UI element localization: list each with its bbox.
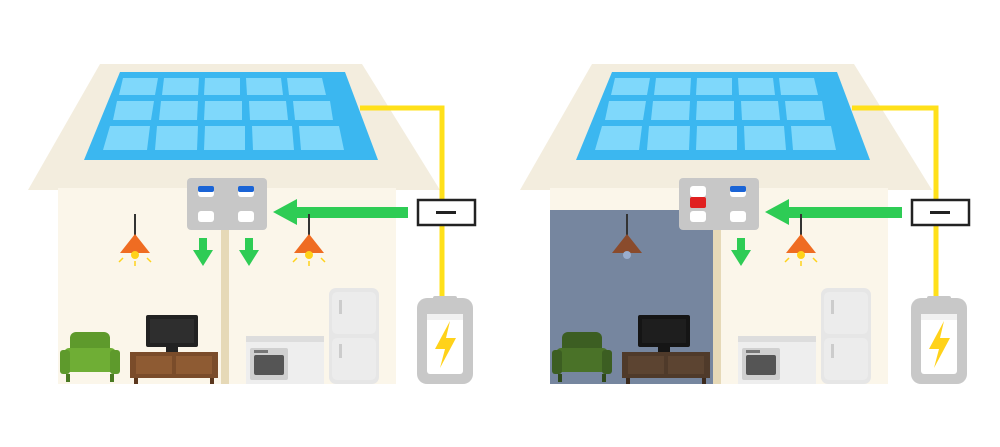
television [130,315,218,384]
ceiling-lamp-off [612,214,642,259]
battery [911,296,967,384]
minus-icon [416,198,477,227]
lightning-bolt-icon [435,321,456,368]
scene-all-rooms-powered [28,64,477,384]
breaker-box [187,178,267,230]
power-wire [360,105,445,302]
refrigerator [821,288,871,384]
room-divider [221,210,229,384]
battery [417,296,473,384]
ceiling-lamp [118,214,152,266]
arrow-down-icon [239,238,259,266]
power-wire [852,105,939,302]
television [622,315,710,384]
breaker-switch-right [238,186,254,192]
armchair [60,332,120,382]
arrow-down-icon [731,238,751,266]
arrow-left-icon [765,199,902,225]
scene-left-room-unpowered [520,64,971,384]
armchair [552,332,612,382]
arrow-down-icon [193,238,213,266]
kitchen-counter [246,336,324,384]
breaker-switch-right [730,186,746,192]
breaker-switch-left [198,186,214,192]
minus-icon [910,198,971,227]
room-divider [713,210,721,384]
arrow-left-icon [273,199,408,225]
kitchen-counter [738,336,816,384]
ceiling-lamp [292,214,326,266]
breaker-box [679,178,759,230]
solar-panel [84,72,378,160]
lightning-bolt-icon [929,321,950,368]
ceiling-lamp [784,214,818,266]
solar-panel [576,72,870,160]
refrigerator [329,288,379,384]
breaker-switch-left [690,197,706,208]
